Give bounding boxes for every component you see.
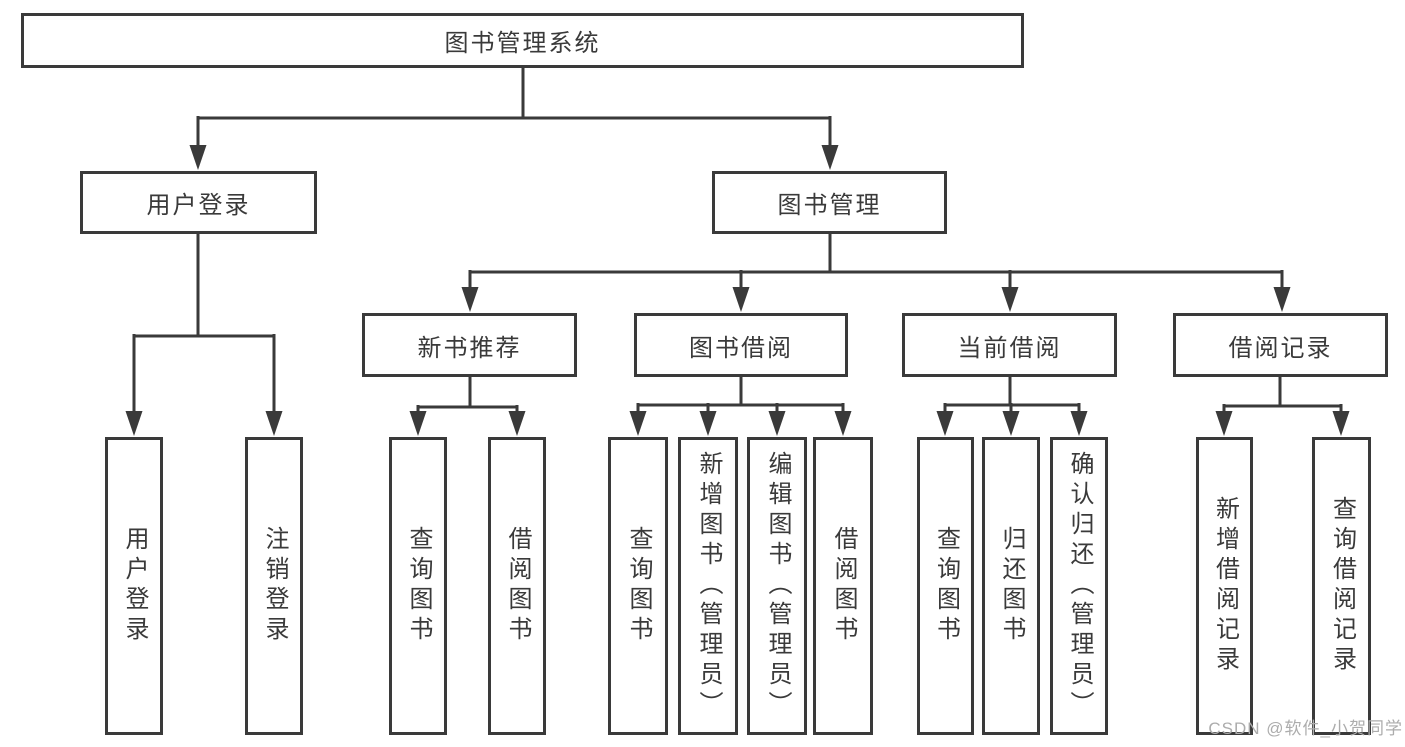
connector-current-borrowing-children bbox=[936, 377, 1088, 436]
connector-borrowing-records-children bbox=[1215, 377, 1350, 436]
node-current-borrowing: 当前借阅 bbox=[902, 313, 1117, 377]
leaf-borrow-books: 借阅图书 bbox=[813, 437, 873, 735]
leaf-add-books-admin: 新增图书（管理员） bbox=[678, 437, 738, 735]
leaf-query-books-recommend: 查询图书 bbox=[389, 437, 447, 735]
node-label: 新增图书（管理员） bbox=[695, 451, 722, 721]
node-label: 用户登录 bbox=[121, 526, 148, 646]
connector-user-login-children bbox=[125, 234, 283, 436]
arrowhead bbox=[699, 411, 717, 436]
node-label: 当前借阅 bbox=[957, 334, 1062, 362]
node-label: 图书管理系统 bbox=[444, 30, 601, 57]
node-label: 图书借阅 bbox=[689, 334, 793, 362]
arrowhead bbox=[1273, 287, 1291, 312]
node-label: 用户登录 bbox=[146, 192, 251, 219]
arrowhead bbox=[409, 411, 427, 436]
arrowhead bbox=[508, 411, 526, 436]
node-book-borrowing: 图书借阅 bbox=[634, 313, 848, 377]
arrowhead bbox=[1332, 411, 1350, 436]
arrowhead bbox=[461, 287, 479, 312]
node-label: 借阅图书 bbox=[504, 526, 531, 646]
node-label: 借阅记录 bbox=[1228, 334, 1333, 362]
node-label: 注销登录 bbox=[261, 526, 288, 646]
csdn-watermark: CSDN @软件_小贺同学 bbox=[1208, 719, 1403, 738]
leaf-return-books: 归还图书 bbox=[982, 437, 1040, 735]
leaf-query-books-current: 查询图书 bbox=[917, 437, 974, 735]
node-label: 新书推荐 bbox=[417, 334, 522, 362]
arrowhead bbox=[732, 287, 750, 312]
arrowhead bbox=[936, 411, 954, 436]
node-new-book-recommend: 新书推荐 bbox=[362, 313, 577, 377]
arrowhead bbox=[834, 411, 852, 436]
arrowhead bbox=[768, 411, 786, 436]
leaf-user-login: 用户登录 bbox=[105, 437, 163, 735]
arrowhead bbox=[265, 411, 283, 436]
arrowhead bbox=[629, 411, 647, 436]
connector-root-to-level1 bbox=[189, 66, 839, 170]
node-label: 查询图书 bbox=[625, 526, 652, 646]
leaf-borrow-books-recommend: 借阅图书 bbox=[488, 437, 546, 735]
node-label: 编辑图书（管理员） bbox=[764, 451, 791, 721]
node-user-login: 用户登录 bbox=[80, 171, 317, 234]
node-label: 确认归还（管理员） bbox=[1066, 451, 1093, 721]
arrowhead bbox=[1002, 411, 1020, 436]
node-book-management: 图书管理 bbox=[712, 171, 947, 234]
leaf-query-books-borrow: 查询图书 bbox=[608, 437, 668, 735]
node-label: 图书管理 bbox=[777, 192, 882, 219]
leaf-edit-books-admin: 编辑图书（管理员） bbox=[747, 437, 807, 735]
leaf-add-borrow-record: 新增借阅记录 bbox=[1196, 437, 1253, 735]
connector-new-book-recommend-children bbox=[409, 377, 526, 436]
node-label: 借阅图书 bbox=[830, 526, 857, 646]
arrowhead bbox=[821, 145, 839, 170]
arrowhead bbox=[1215, 411, 1233, 436]
node-label: 查询借阅记录 bbox=[1328, 496, 1356, 676]
node-label: 新增借阅记录 bbox=[1211, 496, 1239, 676]
connector-book-borrowing-children bbox=[629, 377, 852, 436]
arrowhead bbox=[1001, 287, 1019, 312]
node-label: 查询图书 bbox=[405, 526, 432, 646]
node-label: 查询图书 bbox=[932, 526, 960, 646]
node-library-system: 图书管理系统 bbox=[21, 13, 1024, 68]
leaf-query-borrow-record: 查询借阅记录 bbox=[1312, 437, 1371, 735]
arrowhead bbox=[125, 411, 143, 436]
arrowhead bbox=[189, 145, 207, 170]
node-label: 归还图书 bbox=[998, 526, 1025, 646]
leaf-confirm-return-admin: 确认归还（管理员） bbox=[1050, 437, 1108, 735]
leaf-logout: 注销登录 bbox=[245, 437, 303, 735]
arrowhead bbox=[1070, 411, 1088, 436]
connector-book-management-children bbox=[461, 234, 1291, 312]
node-borrowing-records: 借阅记录 bbox=[1173, 313, 1388, 377]
